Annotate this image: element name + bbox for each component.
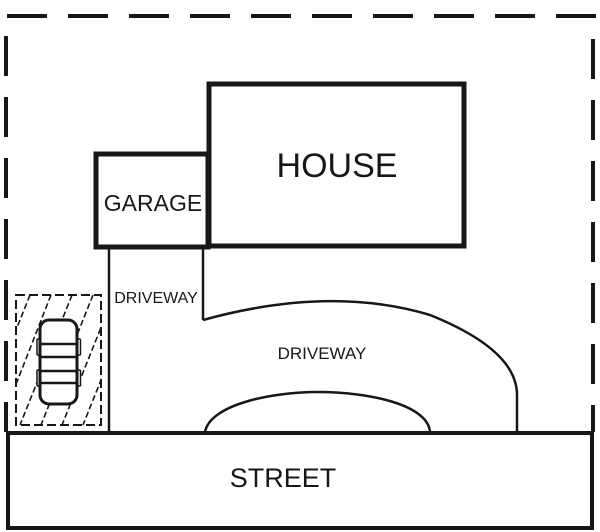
side-driveway	[107, 248, 205, 432]
curved-driveway	[202, 299, 519, 432]
street	[6, 431, 594, 530]
property-boundary	[4, 14, 597, 432]
garage	[93, 151, 211, 250]
driveway-island	[203, 390, 432, 433]
side-driveway-label: DRIVEWAY	[114, 290, 198, 307]
garage-label: GARAGE	[104, 190, 202, 216]
car-icon	[36, 318, 82, 406]
main-driveway-label: DRIVEWAY	[278, 344, 367, 363]
street-label: STREET	[230, 463, 337, 493]
house-label: HOUSE	[277, 147, 398, 185]
parking-pad	[15, 294, 102, 426]
